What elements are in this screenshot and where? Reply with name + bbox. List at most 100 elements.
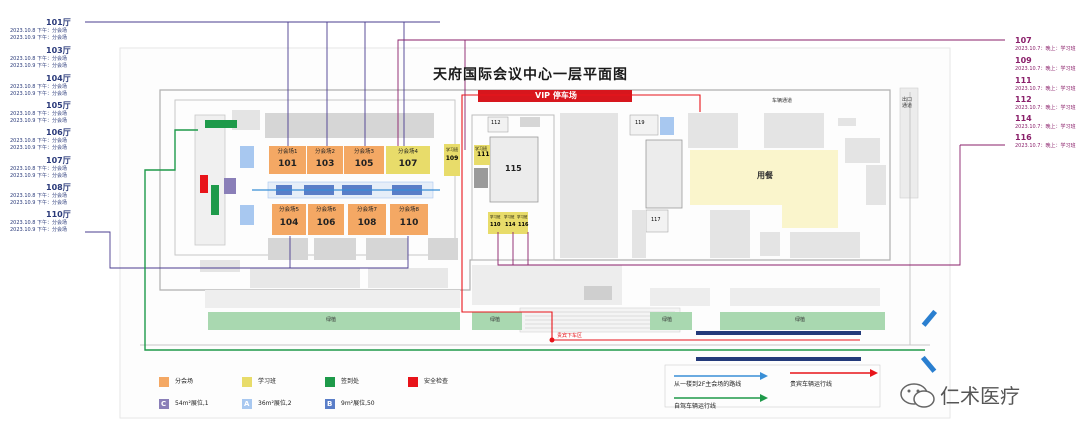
hall-date: 2023.10.9 下午：分会场: [10, 63, 68, 69]
legend-class-label: 学习班: [258, 378, 277, 385]
grey-block: [520, 117, 540, 127]
rhall-label-116: 116: [1015, 133, 1032, 142]
grey-block: [688, 113, 738, 148]
legend-security-swatch: [408, 377, 418, 387]
hall-label-106: 106厅: [46, 128, 71, 137]
hall-date: 2023.10.9 下午：分会场: [10, 118, 68, 124]
grey-block: [232, 110, 260, 130]
grey-block: [428, 238, 458, 260]
room-label: 分会场5: [279, 207, 299, 213]
grey-block: [474, 168, 488, 188]
rhall-date: 2023.10.7：晚上：学习班: [1015, 143, 1076, 149]
page-title: 天府国际会议中心一层平面图: [433, 67, 628, 83]
hall-date: 2023.10.9 下午：分会场: [10, 227, 68, 233]
rhall-date: 2023.10.7：晚上：学习班: [1015, 46, 1076, 52]
hall-date: 2023.10.8 下午：分会场: [10, 138, 68, 144]
grey-block: [866, 165, 886, 205]
legend-route3-label: 自驾车辆运行线: [674, 403, 717, 410]
grey-block: [730, 288, 880, 306]
greenbelt: [208, 312, 460, 330]
arrow-right-icon: [760, 394, 768, 402]
room-119: [629, 114, 659, 136]
grey-block: [368, 268, 448, 288]
room-number: 110: [490, 222, 501, 228]
room-110[interactable]: 分会场8 110: [390, 204, 428, 235]
grey-block: [760, 232, 780, 256]
room-strip: [488, 212, 528, 234]
grey-block: [764, 113, 824, 148]
legend-c-swatch: C: [159, 399, 169, 409]
legend-security-label: 安全检查: [424, 378, 449, 385]
legend-a-badge: A: [244, 400, 250, 408]
room-number-115: 115: [505, 164, 522, 173]
hall-label-105: 105厅: [46, 101, 71, 110]
wechat-icon: [898, 380, 938, 410]
room-103[interactable]: 分会场2 103: [307, 146, 343, 174]
legend-b-badge: B: [327, 400, 333, 408]
rhall-label-109: 109: [1015, 56, 1032, 65]
legend-route1-label: 从一楼到2F主会场的路线: [674, 381, 742, 388]
rhall-label-111: 111: [1015, 76, 1032, 85]
gate: [920, 355, 937, 373]
room-label: 学习班: [490, 215, 501, 219]
hall-date: 2023.10.8 下午：分会场: [10, 28, 68, 34]
grey-block: [366, 238, 408, 260]
checkin-bar: [205, 120, 237, 128]
self-drive-route: [144, 129, 925, 351]
legend-route2-label: 贵宾车辆运行线: [790, 381, 833, 388]
rhall-date: 2023.10.7：晚上：学习班: [1015, 86, 1076, 92]
grey-block: [838, 118, 856, 126]
booth-a: [660, 117, 674, 135]
grey-block: [250, 268, 360, 288]
room-109[interactable]: 学习班 109: [444, 144, 460, 176]
room-107[interactable]: 分会场4 107: [386, 146, 430, 174]
vip-parking-bar: [478, 90, 632, 102]
hall-label-108: 108厅: [46, 183, 71, 192]
legend-checkin-label: 签到处: [341, 378, 360, 385]
gate: [921, 309, 938, 327]
room-104[interactable]: 分会场5 104: [272, 204, 306, 235]
hall-label-110: 110厅: [46, 210, 71, 219]
room-label: 学习班: [504, 215, 515, 219]
room-label: 分会场4: [398, 149, 418, 155]
grey-block: [314, 238, 356, 260]
rhall-label-114: 114: [1015, 114, 1032, 123]
legend-checkin-swatch: [325, 377, 335, 387]
legend-b-swatch: B: [325, 399, 335, 409]
room-106[interactable]: 分会场6 106: [308, 204, 344, 235]
vip-parking-label: VIP 停车场: [535, 91, 577, 100]
arrow-right-icon: [870, 369, 878, 377]
room-label: 分会场3: [354, 149, 374, 155]
room-label: 分会场2: [315, 149, 335, 155]
rhall-label-112: 112: [1015, 95, 1032, 104]
hall-date: 2023.10.9 下午：分会场: [10, 200, 68, 206]
greenbelt: [650, 312, 692, 330]
room-105[interactable]: 分会场3 105: [344, 146, 384, 174]
road-label: 车辆通道: [772, 98, 793, 104]
room-number-111: 111: [477, 151, 490, 158]
room-115: [489, 136, 539, 203]
hall-connectors-left: [85, 21, 440, 269]
grey-block: [710, 210, 750, 258]
greenbelt-label: 绿植: [490, 317, 501, 323]
grey-block: [650, 288, 710, 306]
room-number-119: 119: [635, 120, 645, 126]
room-number: 110: [399, 218, 419, 228]
vip-stop-label: 贵宾下车区: [557, 333, 583, 339]
greenbelt-label: 绿植: [795, 317, 806, 323]
grey-tower: [560, 113, 618, 258]
hall-date: 2023.10.9 下午：分会场: [10, 145, 68, 151]
room-101[interactable]: 分会场1 101: [269, 146, 306, 174]
room-label: 分会场7: [357, 207, 377, 213]
room-number: 114: [505, 222, 516, 228]
arrow-right-icon: [760, 372, 768, 380]
room-label: 分会场8: [399, 207, 419, 213]
room-number: 116: [518, 222, 529, 228]
grey-block: [200, 260, 240, 272]
room-108[interactable]: 分会场7 108: [348, 204, 386, 235]
legend-b-label: 9m²展位,50: [341, 400, 375, 407]
grey-block: [584, 286, 612, 300]
booth-a: [240, 146, 254, 168]
hall-label-107: 107厅: [46, 156, 71, 165]
hall-date: 2023.10.8 下午：分会场: [10, 220, 68, 226]
